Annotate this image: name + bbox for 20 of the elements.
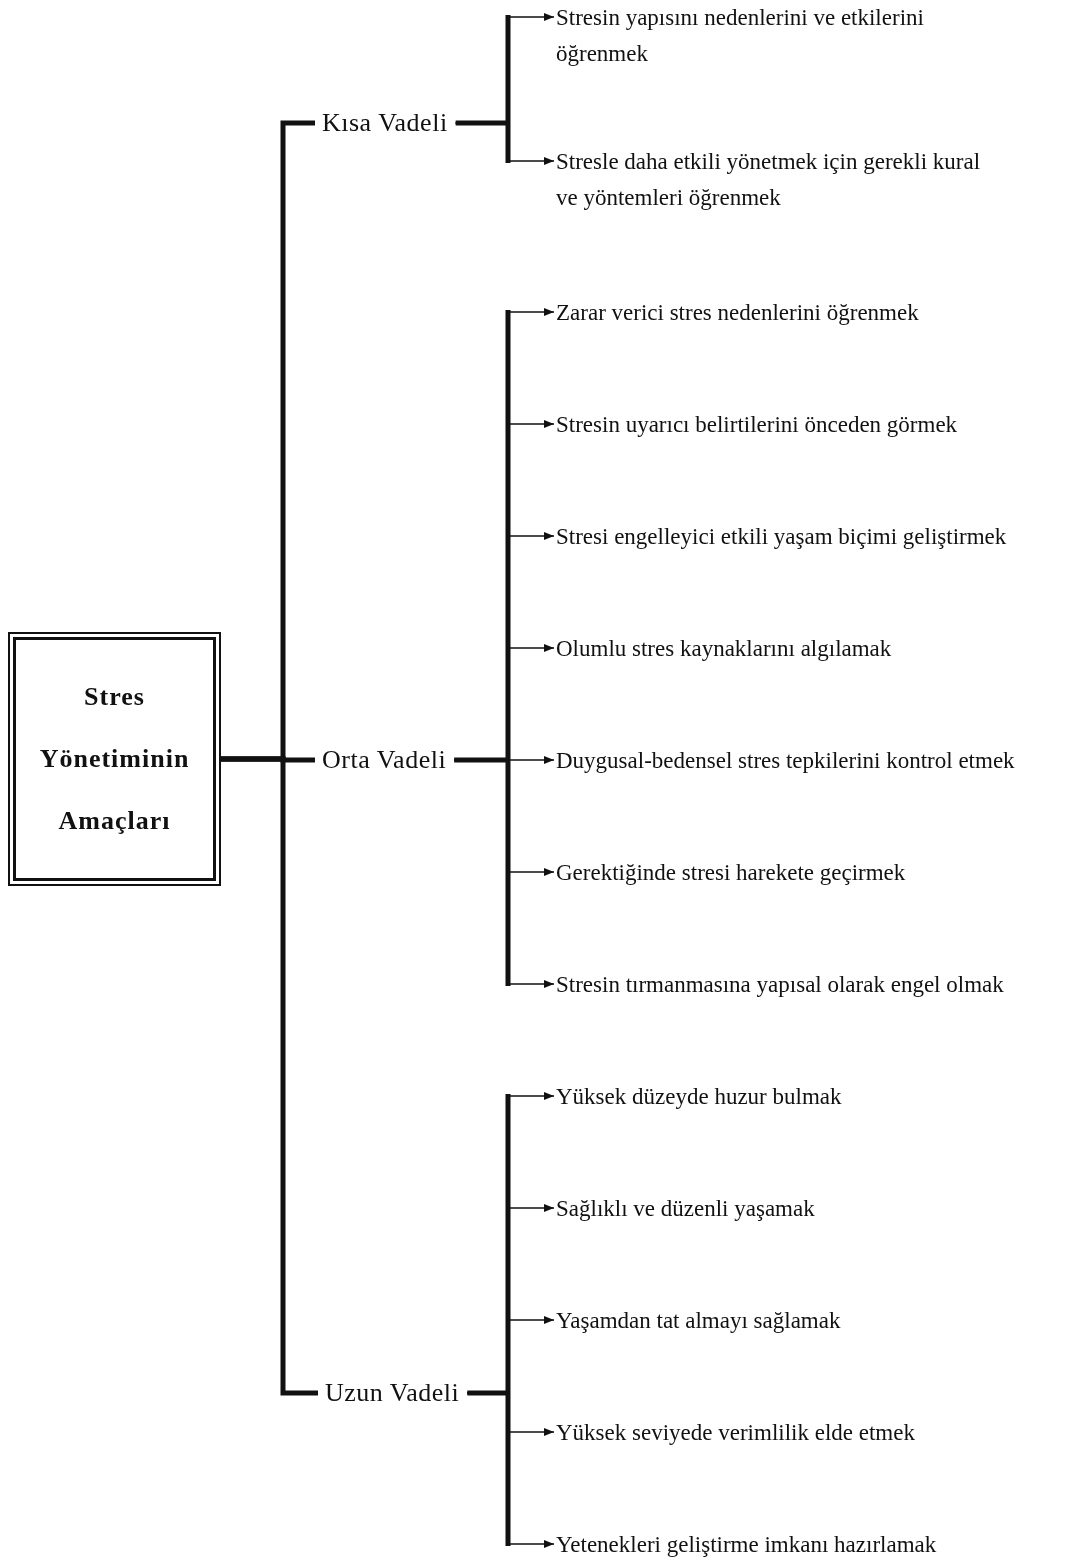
goal-text: Stresin uyarıcı belirtilerini önceden görmek [556, 407, 1066, 443]
goal-text: Yetenekleri geliştirme imkanı hazırlamak [556, 1527, 1066, 1561]
category-label: Orta Vadeli [322, 745, 447, 775]
goal-text: Duygusal-bedensel stres tepkilerini kontrol etmek [556, 743, 1066, 779]
goal-text: Stresin tırmanmasına yapısal olarak engel olmak [556, 967, 1066, 1003]
category-label: Kısa Vadeli [322, 108, 448, 138]
goal-text: Yüksek seviyede verimlilik elde etmek [556, 1415, 1066, 1451]
goal-text: Gerektiğinde stresi harekete geçirmek [556, 855, 1066, 891]
goal-text: Zarar verici stres nedenlerini öğrenmek [556, 295, 1066, 331]
goal-text: Olumlu stres kaynaklarını algılamak [556, 631, 1066, 667]
goal-text: Stresin yapısını nedenlerini ve etkilerini öğrenmek [556, 0, 986, 72]
goal-text: Yüksek düzeyde huzur bulmak [556, 1079, 1066, 1115]
goal-text: Sağlıklı ve düzenli yaşamak [556, 1191, 1066, 1227]
goal-text: Stresi engelleyici etkili yaşam biçimi geliştirmek [556, 519, 1066, 555]
goal-text: Stresle daha etkili yönetmek için gerekli kural ve yöntemleri öğrenmek [556, 144, 1004, 216]
category-label: Uzun Vadeli [325, 1378, 460, 1408]
title-text: Stres Yönetiminin Amaçları [38, 681, 191, 837]
connector-line [221, 756, 318, 1396]
title-box [8, 632, 221, 886]
goal-text: Yaşamdan tat almayı sağlamak [556, 1303, 1066, 1339]
